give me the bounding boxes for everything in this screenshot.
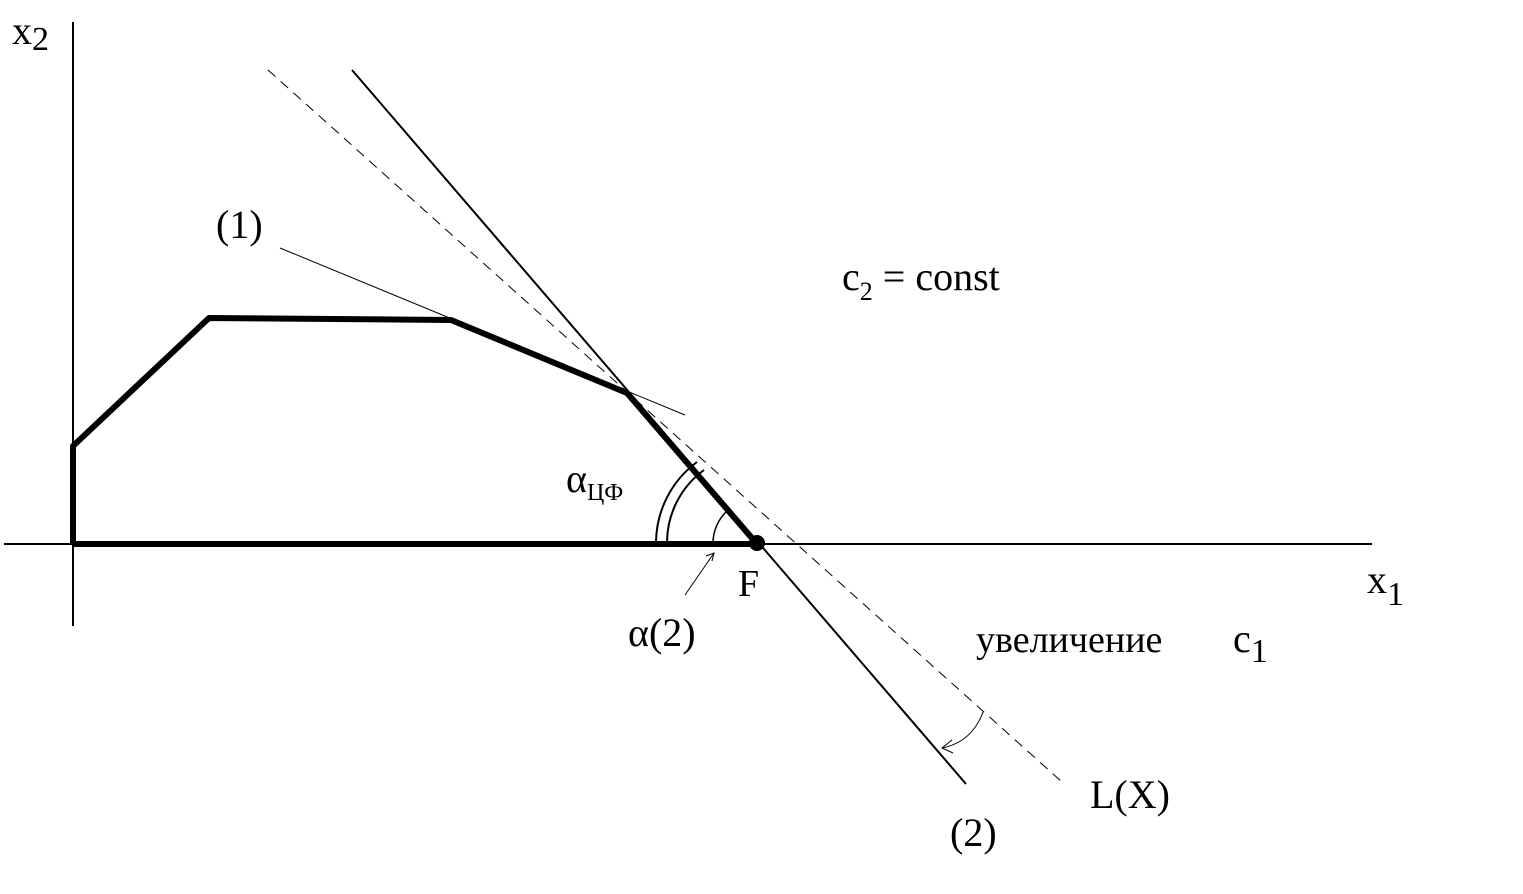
alpha-2-pointer (684, 552, 715, 596)
line-1-label: (1) (216, 202, 263, 247)
rotation-arrow-head (941, 739, 954, 754)
rotation-arc (941, 711, 984, 749)
y-axis-subscript: 2 (32, 21, 49, 58)
point-f-label: F (738, 563, 759, 605)
constraint-line-2 (351, 69, 967, 785)
constraint-line-1 (279, 247, 686, 416)
alpha-line-2-label: α(2) (628, 610, 696, 655)
optimal-point-f (749, 535, 765, 551)
alpha-2-pointer-head (705, 552, 715, 562)
angle-arc-objective-inner (666, 469, 705, 543)
alpha-objective-subscript: ЦФ (587, 480, 623, 506)
feasible-region-boundary (70, 315, 760, 547)
objective-line (267, 69, 1063, 783)
x-axis-subscript: 1 (1387, 576, 1404, 613)
increase-c1-variable: c1 (1233, 616, 1268, 670)
angle-arc-line-2 (712, 510, 728, 544)
increase-c1-label: увеличение (976, 619, 1162, 661)
line-2-label: (2) (950, 810, 997, 855)
y-axis-label: x2 (12, 8, 49, 58)
c1-subscript: 1 (1251, 633, 1268, 670)
alpha-objective-label: αЦФ (566, 456, 623, 506)
x-axis-label: x1 (1367, 557, 1404, 613)
c2-subscript: 2 (860, 277, 873, 306)
c2-const-label: c2 = const (842, 254, 1000, 306)
alpha-line-2-subscript: (2) (649, 610, 696, 655)
angle-arc-objective-outer (655, 461, 698, 543)
objective-label: L(X) (1090, 772, 1170, 817)
